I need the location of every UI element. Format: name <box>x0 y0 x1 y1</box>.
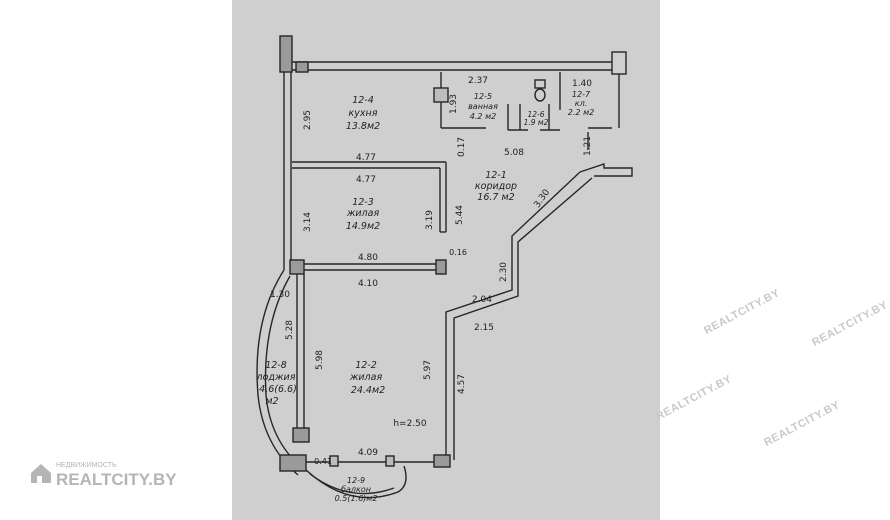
dim-140: 1.40 <box>572 79 592 89</box>
dim-330: 3.30 <box>533 188 553 210</box>
corridor-area: 16.7 м2 <box>477 192 514 203</box>
dim-017: 0.17 <box>457 137 467 157</box>
dim-597: 5.97 <box>423 360 433 380</box>
dim-121: 1.21 <box>583 136 593 156</box>
toilet-tank <box>534 79 546 89</box>
pillar-bottom-left-b <box>279 454 307 472</box>
dim-016: 0.16 <box>449 248 467 257</box>
pillar-bottom-right <box>433 454 451 468</box>
door-block-left <box>329 455 339 467</box>
pillar-top <box>295 61 309 73</box>
dim-314: 3.14 <box>303 212 313 232</box>
pillar-mid-right <box>435 259 447 275</box>
dim-041: 0.41 <box>314 457 332 466</box>
dim-477-b: 4.77 <box>356 175 376 185</box>
living3-name: жилая <box>346 208 380 219</box>
corridor-num: 12-1 <box>485 170 507 181</box>
loggia-area: 4.6(6.6) <box>259 384 297 395</box>
loggia-name: лоджия <box>256 372 296 383</box>
dim-480: 4.80 <box>358 253 378 263</box>
living2-area: 24.4м2 <box>351 385 385 396</box>
dim-508: 5.08 <box>504 148 524 158</box>
dim-237: 2.37 <box>468 76 488 86</box>
wall-right-stub <box>579 163 633 177</box>
living2-num: 12-2 <box>355 360 377 371</box>
balcony-name: балкон <box>341 485 371 494</box>
walls <box>256 35 633 499</box>
wc-area: 1.9 м2 <box>524 118 549 127</box>
kitchen-area: 13.8м2 <box>346 121 380 132</box>
bath-num: 12-5 <box>474 92 492 101</box>
house-icon <box>31 464 51 483</box>
loggia-inner <box>264 275 303 469</box>
pantry-area: 2.2 м2 <box>568 108 594 117</box>
wc-num: 12-6 <box>527 110 544 119</box>
dim-h: h=2.50 <box>393 419 427 429</box>
dim-193: 1.93 <box>449 94 459 114</box>
brand-tagline: НЕДВИЖИМОСТЬ <box>56 462 117 469</box>
dim-319: 3.19 <box>425 210 435 230</box>
loggia-unit: м2 <box>265 396 278 407</box>
balcony-area: 0.5(1.6)м2 <box>335 494 378 503</box>
brand-name: REALTCITY.BY <box>56 470 177 489</box>
bath-name: ванная <box>468 102 498 111</box>
room-labels: 12-4 кухня 13.8м2 12-5 ванная 4.2 м2 12-… <box>256 90 595 503</box>
dim-477-a: 4.77 <box>356 153 376 163</box>
pantry-num: 12-7 <box>572 90 591 99</box>
bath-shaft <box>433 87 449 103</box>
dim-130: 1.30 <box>270 290 290 300</box>
toilet-bowl <box>534 88 546 102</box>
pillar-mid-left <box>289 259 305 275</box>
living2-name: жилая <box>349 372 383 383</box>
wall-right-outer <box>445 171 581 460</box>
dim-598: 5.98 <box>315 350 325 370</box>
corridor-name: коридор <box>475 181 517 192</box>
pillar-top-left <box>279 35 293 73</box>
kitchen-num: 12-4 <box>352 95 374 106</box>
dim-457: 4.57 <box>457 374 467 394</box>
dim-409: 4.09 <box>358 448 378 458</box>
dimensions-horizontal: 2.37 1.40 5.08 4.77 4.77 4.80 0.16 1.30 … <box>270 76 592 466</box>
living3-num: 12-3 <box>352 197 374 208</box>
door-block-right <box>385 455 395 467</box>
dim-544: 5.44 <box>455 205 465 225</box>
wall-top-right <box>611 51 627 75</box>
dim-410: 4.10 <box>358 279 378 289</box>
dim-528: 5.28 <box>285 320 295 340</box>
pantry-name: кл. <box>575 99 588 108</box>
balcony-inner <box>309 473 395 495</box>
dimensions-vertical: 1.93 2.95 0.17 1.21 3.30 3.14 3.19 5.44 … <box>285 94 593 394</box>
loggia-outer <box>256 269 299 476</box>
kitchen-name: кухня <box>349 108 378 119</box>
balcony-num: 12-9 <box>347 476 365 485</box>
loggia-num: 12-8 <box>265 360 287 371</box>
dim-295: 2.95 <box>303 110 313 130</box>
pillar-bottom-left-a <box>292 427 310 443</box>
dim-215: 2.15 <box>474 323 494 333</box>
bath-area: 4.2 м2 <box>470 112 496 121</box>
dim-230: 2.30 <box>499 262 509 282</box>
balcony-outline <box>305 465 407 499</box>
wall-right-inner <box>453 177 593 460</box>
dim-204: 2.04 <box>472 295 492 305</box>
living3-area: 14.9м2 <box>346 221 380 232</box>
